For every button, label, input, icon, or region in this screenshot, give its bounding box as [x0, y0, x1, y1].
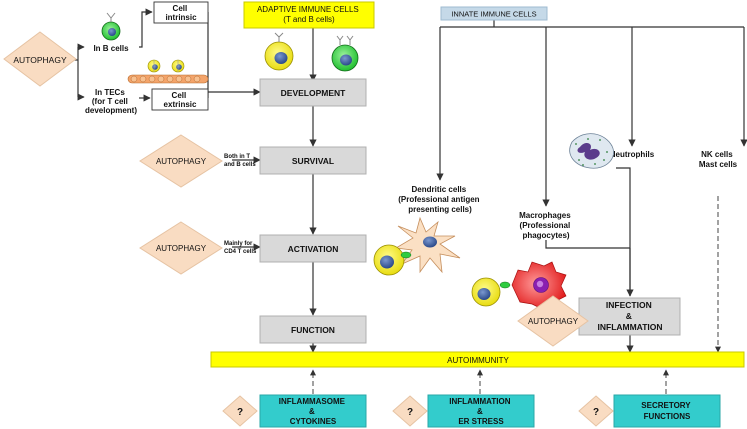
neutrophil-icon [569, 133, 614, 169]
autophagy-survival-diamond: AUTOPHAGY [139, 134, 223, 188]
svg-text:?: ? [237, 407, 243, 418]
svg-text:DEVELOPMENT: DEVELOPMENT [281, 88, 347, 98]
secretory-functions-box: SECRETORY FUNCTIONS [613, 394, 721, 428]
svg-text:AUTOPHAGY: AUTOPHAGY [528, 317, 579, 326]
svg-text:AUTOIMMUNITY: AUTOIMMUNITY [447, 356, 509, 365]
svg-text:INFECTION & INFLAM: INFECTION & INFLAMMATION [598, 300, 663, 332]
adaptive-immune-cells-box: ADAPTIVE IMMUNE CELLS (T and B cells) [243, 1, 375, 29]
survival-note: Both in T and B cells [224, 154, 256, 168]
activation-box: ACTIVATION [259, 234, 367, 263]
svg-text:ADAPTIVE IMMUNE CELLS (T: ADAPTIVE IMMUNE CELLS (T and B cells) [257, 5, 361, 24]
autophagy-main-diamond: AUTOPHAGY [3, 31, 77, 87]
svg-text:INFLAMMATION & ER: INFLAMMATION & ER STRESS [449, 397, 512, 426]
tec-cells-strip [127, 59, 209, 84]
b-cells-label: In B cells [93, 44, 129, 53]
t-cell-dc-contact-icon [373, 244, 412, 276]
svg-text:ACTIVATION: ACTIVATION [288, 244, 339, 254]
tecs-label: In TECs (for T cell development) [85, 88, 137, 115]
svg-text:FUNCTION: FUNCTION [291, 325, 335, 335]
infection-inflammation-box: INFECTION & INFLAMMATION [578, 297, 681, 336]
activation-note: Mainly for CD4 T cells [224, 241, 257, 255]
survival-box: SURVIVAL [259, 146, 367, 175]
svg-text:Cell extrinsic: Cell extrinsic [164, 91, 197, 109]
question-diamond-1: ? [222, 395, 258, 427]
dendritic-cell-icon [394, 216, 461, 274]
innate-immune-cells-box: INNATE IMMUNE CELLS [440, 6, 548, 21]
t-cell-macrophage-contact-icon [471, 277, 511, 307]
question-diamond-3: ? [578, 395, 614, 427]
development-box: DEVELOPMENT [259, 78, 367, 107]
svg-text:SECRETORY FUNCTIONS: SECRETORY FUNCTIONS [641, 401, 692, 421]
cell-extrinsic-box: Cell extrinsic [151, 88, 209, 111]
svg-text:Cell intrinsic: Cell intrinsic [165, 4, 197, 22]
cell-intrinsic-box: Cell intrinsic [153, 1, 209, 24]
t-cell-icon [264, 32, 294, 71]
svg-text:AUTOPHAGY: AUTOPHAGY [156, 157, 207, 166]
b-cell-icon [101, 12, 121, 41]
svg-text:SURVIVAL: SURVIVAL [292, 156, 334, 166]
svg-text:?: ? [593, 407, 599, 418]
svg-text:INNATE IMMUNE CELLS: INNATE IMMUNE CELLS [451, 10, 536, 19]
neutrophils-label: Neutrophils [610, 150, 655, 159]
question-diamond-2: ? [392, 395, 428, 427]
nk-mast-label: NK cells Mast cells [699, 150, 738, 169]
b-cell-receptor-icon [331, 35, 359, 72]
dendritic-cells-label: Dendritic cells (Professional antigen pr… [398, 185, 482, 214]
er-stress-box: INFLAMMATION & ER STRESS [427, 394, 535, 428]
macrophages-label: Macrophages (Professional phagocytes) [519, 211, 573, 240]
autoimmunity-bar: AUTOIMMUNITY [210, 351, 745, 368]
autophagy-main-label: AUTOPHAGY [13, 55, 67, 65]
autophagy-infection-diamond: AUTOPHAGY [517, 295, 589, 347]
inflammasome-box: INFLAMMASOME & CYTOKINES [259, 394, 367, 428]
connectors [71, 8, 747, 394]
svg-text:?: ? [407, 407, 413, 418]
svg-text:AUTOPHAGY: AUTOPHAGY [156, 244, 207, 253]
function-box: FUNCTION [259, 315, 367, 344]
autophagy-activation-diamond: AUTOPHAGY [139, 221, 223, 275]
svg-text:INFLAMMASOME & CYT: INFLAMMASOME & CYTOKINES [279, 397, 347, 426]
